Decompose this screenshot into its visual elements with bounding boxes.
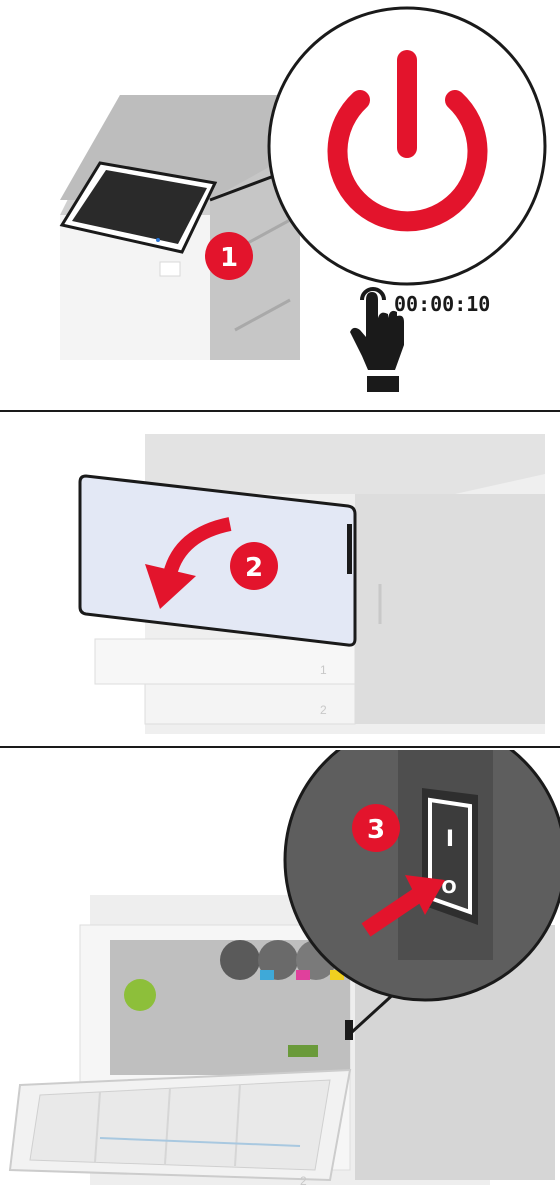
open-front-door	[10, 1070, 350, 1180]
tray-label-2: 2	[320, 703, 327, 717]
step-3-badge: 3	[352, 804, 400, 852]
step-1-panel: 1 00:00:10	[0, 0, 560, 408]
step-2-panel: 1 2 2	[0, 414, 560, 744]
svg-text:1: 1	[220, 243, 238, 273]
hold-timer: 00:00:10	[394, 292, 490, 316]
power-callout	[269, 8, 545, 284]
step-1-badge: 1	[205, 232, 253, 280]
tray-label-1: 1	[320, 663, 327, 677]
step-3-illustration: 2 I O 3	[0, 750, 560, 1197]
tray-label-bottom: 2	[300, 1174, 307, 1188]
svg-text:2: 2	[245, 553, 263, 583]
step-2-illustration: 1 2 2	[0, 414, 560, 744]
svg-text:3: 3	[367, 815, 385, 845]
switch-on-label: I	[446, 827, 454, 852]
step-2-badge: 2	[230, 542, 278, 590]
divider-1	[0, 410, 560, 412]
front-door	[80, 476, 355, 645]
divider-2	[0, 746, 560, 748]
step-3-panel: 2 I O 3	[0, 750, 560, 1197]
step-1-illustration: 1 00:00:10	[0, 0, 560, 408]
